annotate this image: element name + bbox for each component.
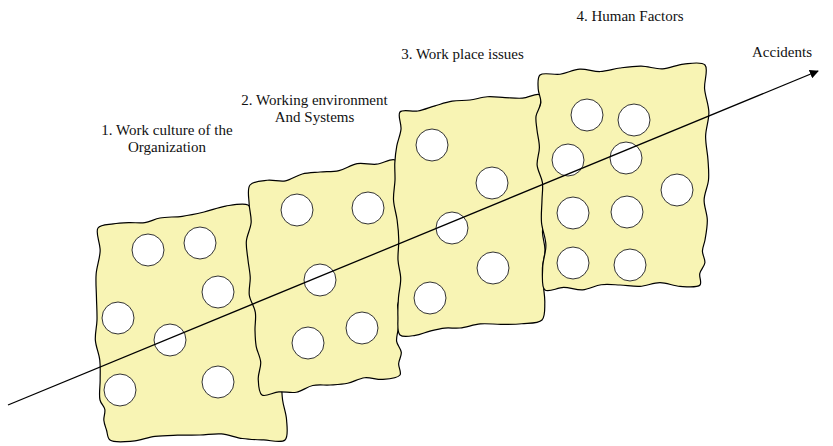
slice-hole — [476, 167, 508, 199]
slice-heading: 1. Work culture of the Organization — [82, 122, 252, 157]
slice-heading: 3. Work place issues — [370, 46, 555, 63]
slice-hole — [202, 366, 234, 398]
slice-heading: 2. Working environment And Systems — [232, 92, 397, 127]
outcome-label: Accidents — [752, 44, 812, 60]
slice-hole — [416, 129, 448, 161]
slice-hole — [292, 327, 324, 359]
slice-hole — [104, 374, 136, 406]
slice-outline — [531, 2, 714, 296]
slice-hole — [477, 252, 509, 284]
slice-heading: 4. Human Factors — [555, 8, 705, 25]
slice-hole — [352, 192, 384, 224]
slice-hole — [202, 276, 234, 308]
slice-outline — [226, 86, 408, 401]
cheese-slice: 3. Work place issues — [364, 40, 561, 341]
slice-hole — [436, 212, 468, 244]
slice-hole — [611, 196, 643, 228]
slice-hole — [184, 227, 216, 259]
layer-label: 4. Human Factors — [555, 8, 705, 25]
layer-label: 1. Work culture of the Organization — [82, 122, 252, 157]
layer-label: 3. Work place issues — [370, 46, 555, 63]
slice-outline — [364, 40, 561, 341]
slice-hole — [552, 144, 584, 176]
slice-hole — [346, 312, 378, 344]
slice-hole — [614, 249, 646, 281]
slice-hole — [102, 302, 134, 334]
slice-hole — [132, 234, 164, 266]
slice-hole — [557, 197, 589, 229]
slice-hole — [661, 174, 693, 206]
layer-label: 2. Working environment And Systems — [232, 92, 397, 127]
cheese-slice-shape — [536, 63, 709, 291]
slice-hole — [414, 282, 446, 314]
slice-hole — [610, 142, 642, 174]
cheese-slice: 2. Working environment And Systems — [226, 86, 408, 401]
cheese-slice-shape — [246, 159, 403, 395]
slice-hole — [571, 99, 603, 131]
slice-hole — [557, 247, 589, 279]
slice-hole — [618, 104, 650, 136]
cheese-slice-shape — [393, 94, 545, 336]
trajectory-arrow — [8, 71, 818, 405]
slice-hole — [281, 194, 313, 226]
outcome-label-box: Accidents — [752, 44, 812, 61]
slice-hole — [304, 264, 336, 296]
slice-hole — [154, 324, 186, 356]
cheese-slice: 4. Human Factors — [531, 2, 714, 296]
